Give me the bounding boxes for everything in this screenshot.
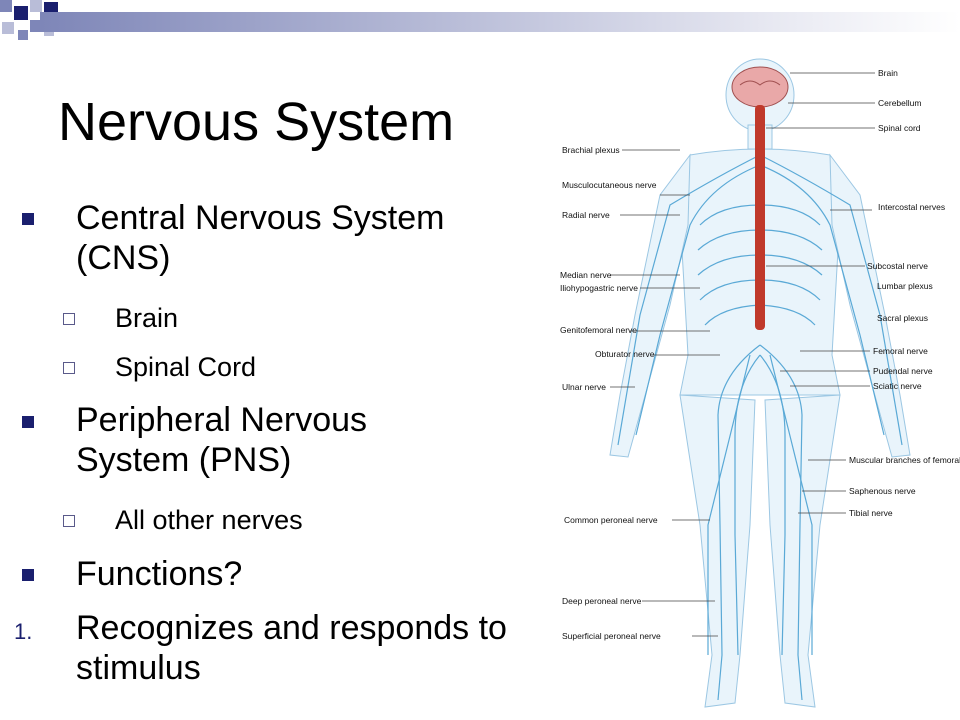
label-saphenous: Saphenous nerve [849, 486, 916, 496]
sub-bullet-marker [63, 313, 75, 325]
labels-left: Brachial plexus Musculocutaneous nerve R… [560, 145, 720, 641]
label-genitofemoral: Genitofemoral nerve [560, 325, 637, 335]
label-brain: Brain [878, 68, 898, 78]
deco-square [18, 30, 28, 40]
sub-bullet-brain: Brain [115, 303, 179, 333]
label-femoral: Femoral nerve [873, 346, 928, 356]
deco-square [14, 6, 28, 20]
label-radial: Radial nerve [562, 210, 610, 220]
label-cerebellum: Cerebellum [878, 98, 921, 108]
nerve-network [617, 154, 903, 701]
bullet-pns: Peripheral Nervous System (PNS) [76, 401, 368, 479]
label-common-peroneal: Common peroneal nerve [564, 515, 658, 525]
header-bar [40, 12, 960, 32]
deco-square [30, 0, 42, 12]
spinal-cord [755, 105, 765, 330]
label-deep-peroneal: Deep peroneal nerve [562, 596, 642, 606]
numbered-item-stimulus: Recognizes and responds to stimulus [76, 609, 507, 687]
label-sacral: Sacral plexus [877, 313, 928, 323]
label-musculocutaneous: Musculocutaneous nerve [562, 180, 657, 190]
bullet-marker [22, 416, 34, 428]
bullet-cns: Central Nervous System (CNS) [76, 199, 445, 277]
label-iliohypogastric: Iliohypogastric nerve [560, 283, 638, 293]
sub-bullet-marker [63, 515, 75, 527]
label-ulnar: Ulnar nerve [562, 382, 606, 392]
bullet-marker [22, 213, 34, 225]
label-muscular-branches: Muscular branches of femoral nerve [849, 455, 960, 465]
bullet-functions: Functions? [76, 555, 243, 593]
bullet-marker [22, 569, 34, 581]
sub-bullet-other-nerves: All other nerves [115, 505, 303, 535]
brain [731, 66, 789, 108]
slide-title: Nervous System [58, 92, 455, 152]
nervous-system-figure: Brain Cerebellum Spinal cord Intercostal… [560, 58, 960, 708]
deco-square [30, 20, 42, 32]
label-intercostal: Intercostal nerves [878, 202, 945, 212]
label-subcostal: Subcostal nerve [867, 261, 928, 271]
label-median: Median nerve [560, 270, 612, 280]
label-brachial: Brachial plexus [562, 145, 620, 155]
label-sciatic: Sciatic nerve [873, 381, 922, 391]
label-superficial-peroneal: Superficial peroneal nerve [562, 631, 661, 641]
label-tibial: Tibial nerve [849, 508, 893, 518]
list-number: 1. [14, 619, 33, 644]
label-spinal-cord: Spinal cord [878, 123, 921, 133]
label-obturator: Obturator nerve [595, 349, 655, 359]
label-pudendal: Pudendal nerve [873, 366, 933, 376]
sub-bullet-marker [63, 362, 75, 374]
deco-square [0, 0, 12, 12]
labels-right: Brain Cerebellum Spinal cord Intercostal… [766, 68, 960, 518]
deco-square [2, 22, 14, 34]
label-lumbar: Lumbar plexus [877, 281, 933, 291]
sub-bullet-spinal-cord: Spinal Cord [115, 352, 257, 382]
